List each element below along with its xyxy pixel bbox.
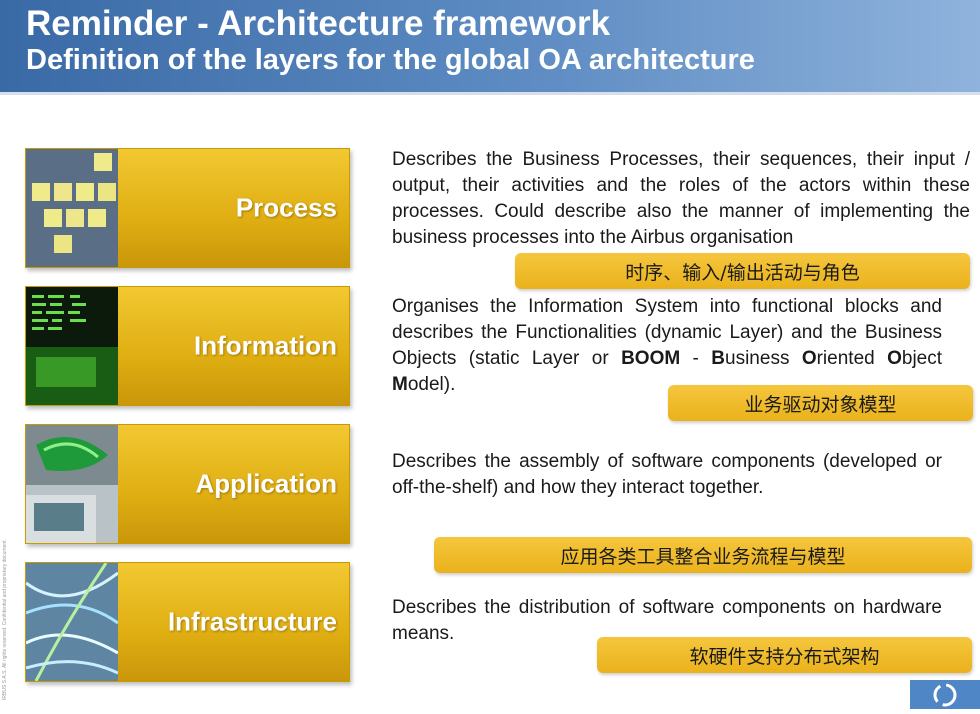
infrastructure-description: Describes the distribution of software c… bbox=[392, 597, 942, 644]
process-description: Describes the Business Processes, their … bbox=[392, 149, 970, 248]
application-description: Describes the assembly of software compo… bbox=[392, 451, 942, 498]
information-note: 业务驱动对象模型 bbox=[668, 385, 973, 421]
layer-label: Application bbox=[195, 468, 337, 499]
layer-band: Infrastructure bbox=[118, 563, 349, 681]
layer-label: Information bbox=[194, 330, 337, 361]
process-note: 时序、输入/输出活动与角色 bbox=[515, 253, 970, 289]
data-screen-image bbox=[26, 287, 118, 405]
layer-band: Process bbox=[118, 149, 349, 267]
copyright-side-text: IRBUS S.A.S. All rights reserved. Confid… bbox=[2, 539, 8, 700]
infrastructure-note: 软硬件支持分布式架构 bbox=[597, 637, 972, 673]
layer-label: Infrastructure bbox=[167, 606, 337, 637]
application-note: 应用各类工具整合业务流程与模型 bbox=[434, 537, 972, 573]
layer-infrastructure: Infrastructure bbox=[25, 562, 350, 682]
information-description: Organises the Information System into fu… bbox=[392, 296, 943, 395]
sticky-notes-image bbox=[26, 149, 118, 267]
slide-subtitle: Definition of the layers for the global … bbox=[26, 44, 755, 76]
header-divider bbox=[0, 92, 980, 95]
layer-band: Information bbox=[118, 287, 349, 405]
slide-title: Reminder - Architecture framework bbox=[26, 4, 611, 43]
corner-logo bbox=[910, 680, 980, 709]
layer-application: Application bbox=[25, 424, 350, 544]
layer-label: Process bbox=[235, 192, 337, 223]
computer-image bbox=[26, 425, 118, 543]
layer-information: Information bbox=[25, 286, 350, 406]
layer-process: Process bbox=[25, 148, 350, 268]
layer-band: Application bbox=[118, 425, 349, 543]
slide-header: Reminder - Architecture framework Defini… bbox=[0, 0, 980, 92]
fiber-cables-image bbox=[26, 563, 118, 681]
